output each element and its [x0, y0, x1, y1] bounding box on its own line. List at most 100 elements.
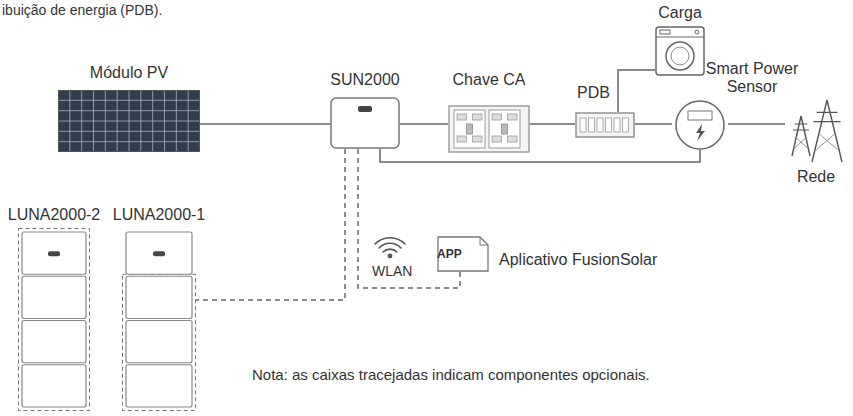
caption-fragment: ibuição de energia (PDB). — [2, 1, 162, 19]
bat2-symbol — [18, 228, 90, 411]
battery-module — [22, 365, 86, 407]
wash-symbol — [655, 26, 705, 76]
pv-symbol — [58, 90, 200, 152]
inverter-logo — [358, 106, 372, 112]
inverter-housing — [331, 98, 399, 148]
pylon-leg — [812, 100, 842, 162]
cell-line — [59, 100, 199, 101]
node-label: Aplicativo FusionSolar — [499, 251, 657, 269]
app-icon-text: APP — [437, 245, 462, 263]
power-cable — [618, 70, 655, 112]
node-pdb: PDB — [575, 112, 635, 138]
pdb-breaker — [589, 118, 595, 132]
washer-door — [666, 42, 694, 70]
note-text: Nota: as caixas tracejadas indicam compo… — [252, 366, 650, 384]
wifi-symbol — [375, 238, 405, 258]
lightning-mark — [696, 124, 705, 141]
power-cable — [400, 123, 448, 125]
terminal — [473, 114, 483, 120]
pdb-breaker — [580, 118, 586, 132]
battery-module — [126, 321, 192, 363]
pylon-arm — [814, 112, 841, 121]
node-bat2: LUNA2000-2 — [18, 228, 90, 411]
breaker-pole — [489, 110, 520, 148]
node-meter: Smart Power Sensor — [672, 100, 728, 150]
cell-line — [59, 121, 199, 122]
terminal — [508, 136, 518, 142]
washer-knob — [695, 30, 699, 34]
breaker-pole — [454, 110, 485, 148]
bat1-symbol — [122, 228, 196, 411]
node-label: Chave CA — [438, 71, 540, 89]
node-label: SUN2000 — [310, 71, 420, 89]
node-label: Módulo PV — [58, 64, 200, 82]
pdb-breaker — [597, 118, 603, 132]
pv-panel — [59, 91, 200, 152]
cell-line — [59, 110, 199, 111]
optional-outline — [19, 229, 90, 411]
power-cable — [728, 123, 785, 125]
pylon-brace — [795, 138, 808, 148]
power-module — [22, 232, 86, 274]
optional-outline — [123, 274, 196, 410]
pdb-breaker — [614, 118, 620, 132]
battery-module — [126, 365, 192, 407]
pylon-arm — [793, 124, 809, 130]
node-label: LUNA2000-2 — [0, 206, 110, 224]
terminal — [492, 114, 502, 120]
pdb-breaker — [606, 118, 612, 132]
node-brk: Chave CA — [448, 105, 530, 153]
optional-link — [196, 149, 345, 300]
app-icon-fold — [480, 237, 488, 245]
node-bat1: LUNA2000-1 — [122, 228, 196, 411]
node-tower: Rede — [785, 98, 847, 164]
meter-case — [676, 101, 724, 149]
washer-body — [656, 27, 704, 75]
terminal — [492, 136, 502, 142]
terminal — [457, 136, 467, 142]
tower-symbol — [785, 98, 847, 164]
cell-line — [59, 141, 199, 142]
power-cable — [530, 123, 575, 125]
node-label: Rede — [779, 168, 853, 186]
node-label: PDB — [577, 84, 617, 102]
battery-module — [126, 276, 192, 318]
pdb-symbol — [575, 112, 635, 138]
app-icon — [438, 237, 488, 271]
power-module — [126, 232, 192, 274]
meter-display — [688, 111, 712, 120]
pylon-brace — [817, 134, 838, 150]
edge-label: WLAN — [372, 262, 412, 280]
battery-module — [22, 276, 86, 318]
inv-symbol — [330, 97, 400, 149]
meter-symbol — [672, 100, 728, 150]
pdb-breaker — [623, 118, 629, 132]
node-label: Carga — [635, 4, 725, 22]
breaker-body — [449, 106, 529, 152]
washer-drawer — [660, 30, 670, 34]
module-logo — [153, 251, 165, 256]
washer-glass — [671, 47, 689, 65]
pdb-box — [576, 113, 634, 137]
node-wash: Carga — [655, 26, 705, 76]
power-cable — [200, 123, 330, 125]
cell-line — [59, 131, 199, 132]
brk-symbol — [448, 105, 530, 153]
node-label: Smart Power Sensor — [702, 60, 802, 96]
terminal — [457, 114, 467, 120]
node-inv: SUN2000 — [330, 97, 400, 149]
node-pv: Módulo PV — [58, 90, 200, 152]
module-logo — [48, 251, 60, 256]
node-app: APPAplicativo FusionSolar — [437, 236, 489, 272]
power-cable — [380, 149, 700, 162]
breaker-lever — [467, 124, 473, 134]
power-cable — [635, 123, 672, 125]
pylon-leg — [792, 116, 810, 156]
terminal — [508, 114, 518, 120]
washer-panel — [656, 37, 704, 38]
node-label: LUNA2000-1 — [102, 206, 216, 224]
battery-module — [22, 321, 86, 363]
terminal — [473, 136, 483, 142]
breaker-lever — [502, 124, 508, 134]
